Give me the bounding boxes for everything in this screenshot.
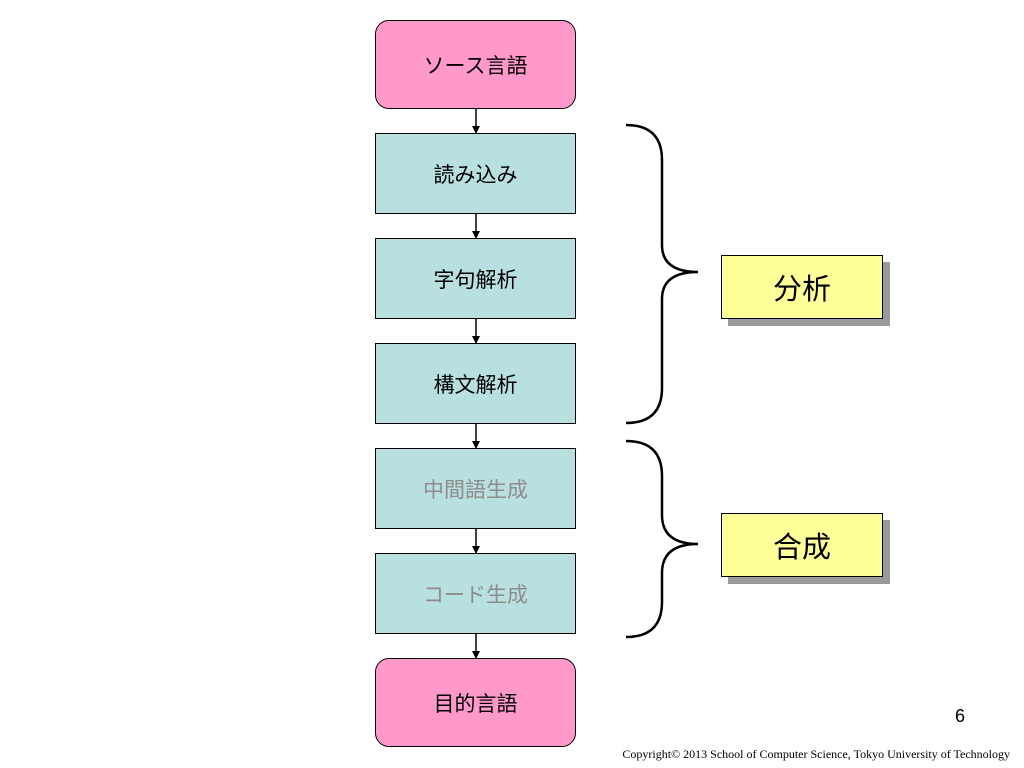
source-language-label: ソース言語: [423, 53, 528, 78]
synthesis-label: 合成: [772, 530, 831, 564]
analysis-label: 分析: [772, 272, 831, 306]
syntax-analysis-label: 構文解析: [433, 372, 518, 397]
target-language-label: 目的言語: [433, 691, 518, 716]
target-language-box: 目的言語: [375, 658, 576, 747]
brace-analysis: [625, 123, 699, 425]
lexical-analysis-box: 字句解析: [375, 238, 576, 319]
intermediate-code-box: 中間語生成: [375, 448, 576, 529]
code-generation-label: コード生成: [423, 582, 528, 607]
code-generation-box: コード生成: [375, 553, 576, 634]
synthesis-label-box: 合成: [721, 513, 883, 577]
page-number: 6: [954, 706, 965, 726]
copyright-notice: Copyright© 2013 School of Computer Scien…: [622, 747, 1010, 761]
read-step-label: 読み込み: [433, 162, 518, 187]
source-language-box: ソース言語: [375, 20, 576, 109]
intermediate-code-label: 中間語生成: [423, 477, 528, 502]
analysis-label-box: 分析: [721, 255, 883, 319]
brace-synthesis: [625, 439, 699, 639]
read-step-box: 読み込み: [375, 133, 576, 214]
syntax-analysis-box: 構文解析: [375, 343, 576, 424]
lexical-analysis-label: 字句解析: [433, 267, 518, 292]
